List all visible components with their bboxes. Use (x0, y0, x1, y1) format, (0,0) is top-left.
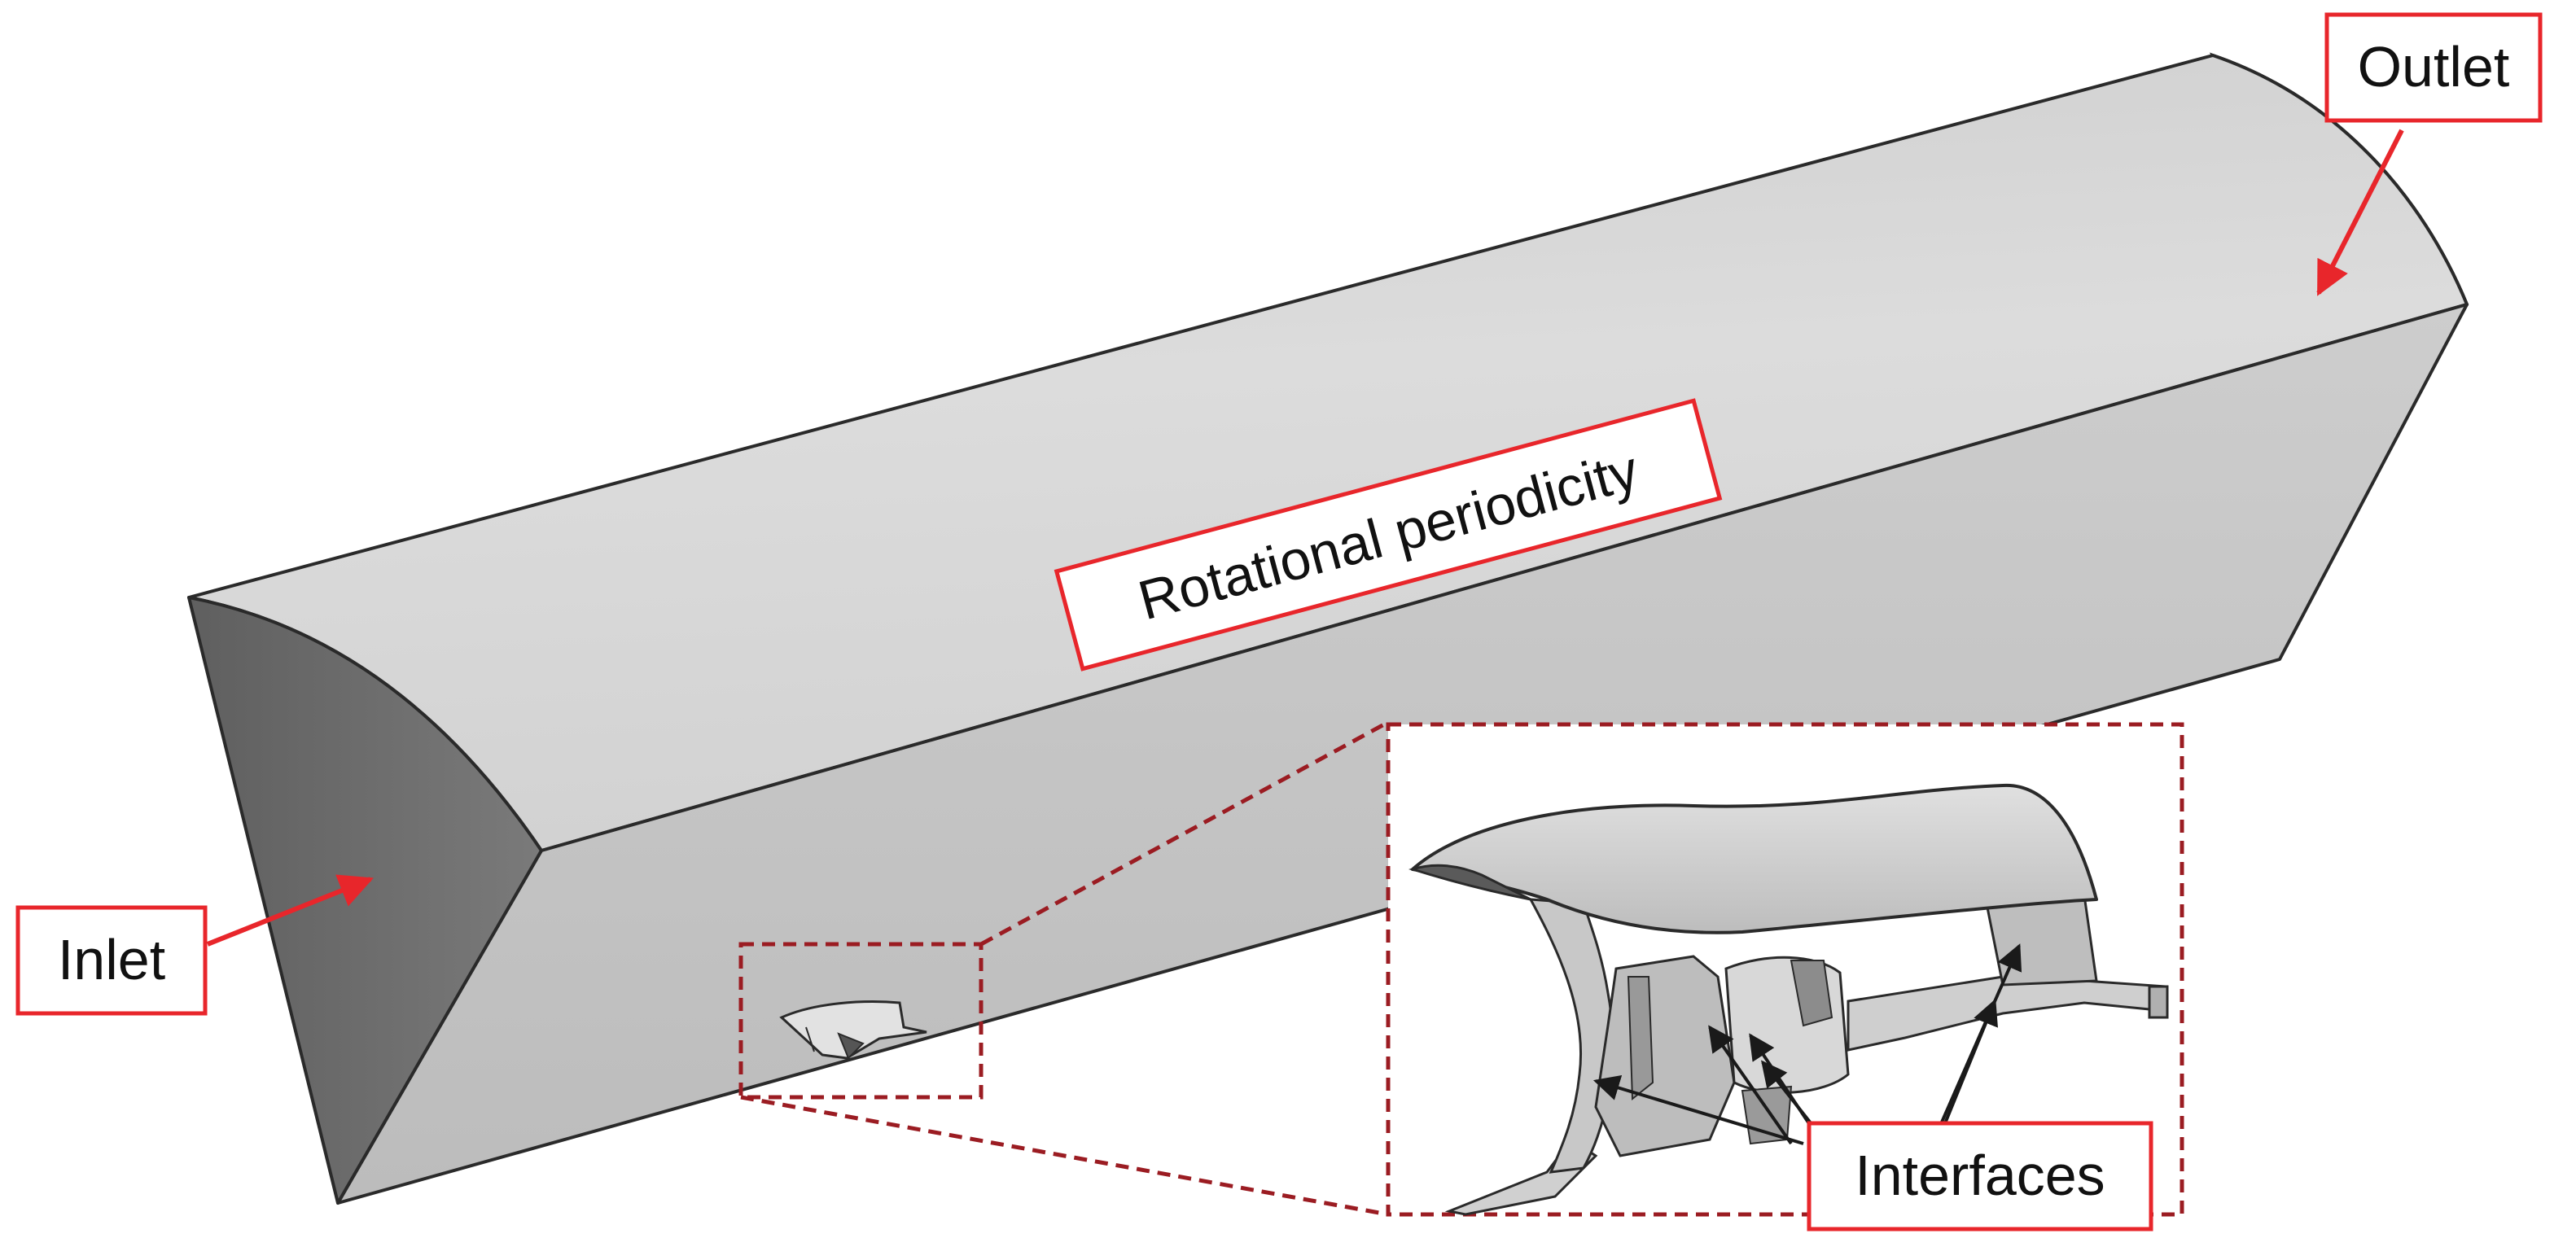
outlet-arrow (2316, 129, 2404, 296)
label-inlet-text: Inlet (58, 928, 165, 991)
inlet-arrow (206, 874, 374, 947)
label-interfaces-text: Interfaces (1855, 1144, 2105, 1207)
embedded-geometry-small (779, 1000, 927, 1060)
label-interfaces: Interfaces (1807, 1121, 2153, 1232)
zoom-connector-bottom (740, 1095, 1389, 1217)
label-interfaces-box (1807, 1121, 2153, 1232)
detail-canopy (1411, 783, 2098, 934)
zoom-connector-top (979, 722, 1386, 947)
label-outlet: Outlet (2324, 12, 2543, 123)
label-inlet-box (15, 905, 208, 1016)
label-periodicity-box (1054, 398, 1723, 672)
zoom-detail (738, 722, 2184, 1217)
label-outlet-text: Outlet (2358, 35, 2510, 98)
label-inlet: Inlet (15, 905, 208, 1016)
label-outlet-box (2324, 12, 2543, 123)
zoom-source-box (738, 942, 984, 1100)
